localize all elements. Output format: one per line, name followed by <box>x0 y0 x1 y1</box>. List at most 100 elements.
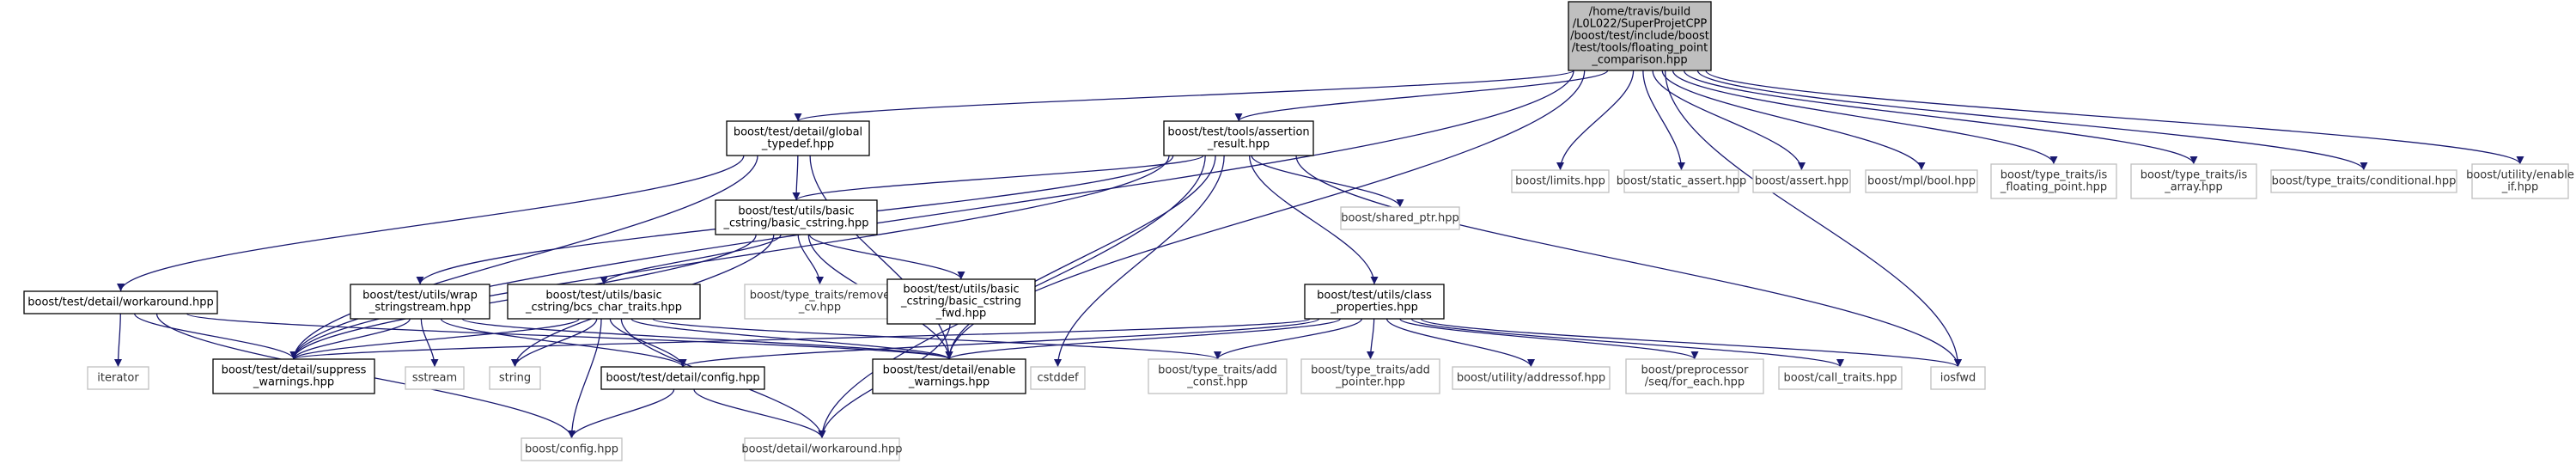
node-global-typedef[interactable]: boost/test/detail/global_typedef.hpp <box>726 120 870 156</box>
node-call-traits[interactable]: boost/call_traits.hpp <box>1778 366 1903 390</box>
node-static-assert[interactable]: boost/static_assert.hpp <box>1617 169 1746 193</box>
node-assert[interactable]: boost/assert.hpp <box>1752 169 1851 193</box>
edge <box>945 155 1216 360</box>
edge-root-to-conditional <box>1696 70 2368 171</box>
node-box <box>600 366 765 390</box>
node-label-line: boost/type_traits/conditional.hpp <box>2272 175 2457 188</box>
node-label-line: _floating_point.hpp <box>2000 181 2107 194</box>
node-label-line: /boost/test/include/boost <box>1570 30 1709 43</box>
edge <box>945 70 1586 360</box>
node-sstream[interactable]: sstream <box>405 366 465 390</box>
node-box <box>489 366 541 390</box>
node-label-line: boost/test/detail/config.hpp <box>606 372 759 385</box>
node-is-floating-point[interactable]: boost/type_traits/is_floating_point.hpp <box>1990 163 2117 199</box>
edge <box>945 318 1342 360</box>
node-label-line: _array.hpp <box>2164 181 2223 194</box>
node-enable-if[interactable]: boost/utility/enable_if.hpp <box>2466 163 2574 199</box>
node-remove-cv[interactable]: boost/type_traits/remove_cv.hpp <box>744 284 896 320</box>
edge-class-properties-to-iosfwd <box>1420 318 1962 368</box>
node-wrap-stringstream[interactable]: boost/test/utils/wrap_stringstream.hpp <box>350 284 490 320</box>
node-box <box>1625 358 1764 394</box>
node-shared-ptr[interactable]: boost/shared_ptr.hpp <box>1340 206 1460 230</box>
node-label-line: _comparison.hpp <box>1591 54 1687 67</box>
node-label-line: boost/call_traits.hpp <box>1783 372 1897 385</box>
node-basic-cstring-fwd[interactable]: boost/test/utils/basic_cstring/basic_cst… <box>886 278 1036 325</box>
node-box <box>886 278 1036 325</box>
edge <box>1642 70 1685 171</box>
node-seq-for-each[interactable]: boost/preprocessor/seq/for_each.hpp <box>1625 358 1764 394</box>
edge-assertion-result-to-iosfwd <box>1295 155 1962 368</box>
edge <box>792 155 1204 201</box>
node-config-test[interactable]: boost/test/detail/config.hpp <box>600 366 765 390</box>
node-conditional[interactable]: boost/type_traits/conditional.hpp <box>2270 169 2457 193</box>
node-iterator[interactable]: iterator <box>87 366 149 390</box>
edge-basic-cstring-to-remove-cv <box>797 234 824 285</box>
edge-assertion-result-to-cstddef <box>1054 155 1225 368</box>
node-add-pointer[interactable]: boost/type_traits/add_pointer.hpp <box>1300 358 1440 394</box>
node-boost-config[interactable]: boost/config.hpp <box>521 437 623 461</box>
edge-root-to-static-assert <box>1642 70 1685 171</box>
node-box <box>1030 366 1086 390</box>
node-box <box>212 358 375 394</box>
node-addressof[interactable]: boost/utility/addressof.hpp <box>1452 366 1611 390</box>
edge <box>1399 318 1699 360</box>
edge <box>1367 318 1375 360</box>
edge-root-to-assertion-result <box>1234 70 1609 122</box>
node-root[interactable]: /home/travis/build/L0L022/SuperProjetCPP… <box>1568 1 1712 71</box>
node-label-line: _fwd.hpp <box>935 308 987 320</box>
edge <box>440 318 687 368</box>
node-label-line: _cstring/basic_cstring.hpp <box>723 217 869 230</box>
node-detail-workaround[interactable]: boost/detail/workaround.hpp <box>741 437 903 461</box>
node-add-const[interactable]: boost/type_traits/add_const.hpp <box>1148 358 1288 394</box>
edge-workaround-test-to-enable-warnings <box>186 313 953 360</box>
edge <box>1295 155 1962 368</box>
node-label-line: _if.hpp <box>2501 181 2539 194</box>
node-bcs-char-traits[interactable]: boost/test/utils/basic_cstring/bcs_char_… <box>507 284 701 320</box>
node-label-line: boost/type_traits/add <box>1158 364 1277 377</box>
node-enable-warnings[interactable]: boost/test/detail/enable_warnings.hpp <box>872 358 1026 394</box>
node-box <box>1778 366 1903 390</box>
node-label-line: /seq/for_each.hpp <box>1645 376 1745 389</box>
node-cstddef[interactable]: cstddef <box>1030 366 1086 390</box>
node-class-properties[interactable]: boost/test/utils/class_properties.hpp <box>1304 284 1445 320</box>
node-label-line: /L0L022/SuperProjetCPP <box>1573 18 1708 31</box>
node-limits[interactable]: boost/limits.hpp <box>1511 169 1610 193</box>
edge-workaround-test-to-iterator <box>114 313 123 368</box>
edge <box>652 318 1221 360</box>
edge-wrap-stringstream-to-suppress-warnings <box>289 318 411 360</box>
node-workaround-test[interactable]: boost/test/detail/workaround.hpp <box>23 290 218 314</box>
edge <box>289 155 1170 360</box>
edge <box>1661 70 1926 171</box>
edge-assertion-result-to-suppress-warnings <box>289 155 1170 360</box>
edge-root-to-iosfwd <box>1664 70 1962 368</box>
node-box <box>1511 169 1610 193</box>
edge-bcs-char-traits-to-boost-config <box>568 318 602 439</box>
edge-class-properties-to-seq-for-each <box>1399 318 1699 360</box>
node-label-line: _stringstream.hpp <box>368 302 471 314</box>
node-box <box>1163 120 1314 156</box>
node-is-array[interactable]: boost/type_traits/is_array.hpp <box>2130 163 2257 199</box>
node-suppress-warnings[interactable]: boost/test/detail/suppress_warnings.hpp <box>212 358 375 394</box>
node-box <box>23 290 218 314</box>
edge <box>792 155 801 201</box>
node-box <box>1990 163 2117 199</box>
node-iosfwd[interactable]: iosfwd <box>1930 366 1986 390</box>
node-basic-cstring[interactable]: boost/test/utils/basic_cstring/basic_cst… <box>715 199 878 235</box>
node-label-line: _properties.hpp <box>1330 302 1418 314</box>
edge <box>289 318 580 360</box>
node-label-line: cstddef <box>1037 372 1079 385</box>
node-label-line: boost/preprocessor <box>1641 364 1750 377</box>
edge <box>289 155 758 360</box>
node-box <box>2270 169 2457 193</box>
edge-assertion-result-to-shared-ptr <box>1251 155 1404 208</box>
node-box <box>1300 358 1440 394</box>
edge <box>1054 155 1225 368</box>
edge <box>600 234 782 285</box>
node-mpl-bool[interactable]: boost/mpl/bool.hpp <box>1865 169 1978 193</box>
node-assertion-result[interactable]: boost/test/tools/assertion_result.hpp <box>1163 120 1314 156</box>
edge-class-properties-to-add-pointer <box>1367 318 1375 360</box>
node-label-line: boost/test/utils/basic <box>738 205 854 218</box>
edge-assertion-result-to-enable-warnings <box>945 155 1216 360</box>
edge-root-to-limits <box>1556 70 1635 171</box>
node-string[interactable]: string <box>489 366 541 390</box>
